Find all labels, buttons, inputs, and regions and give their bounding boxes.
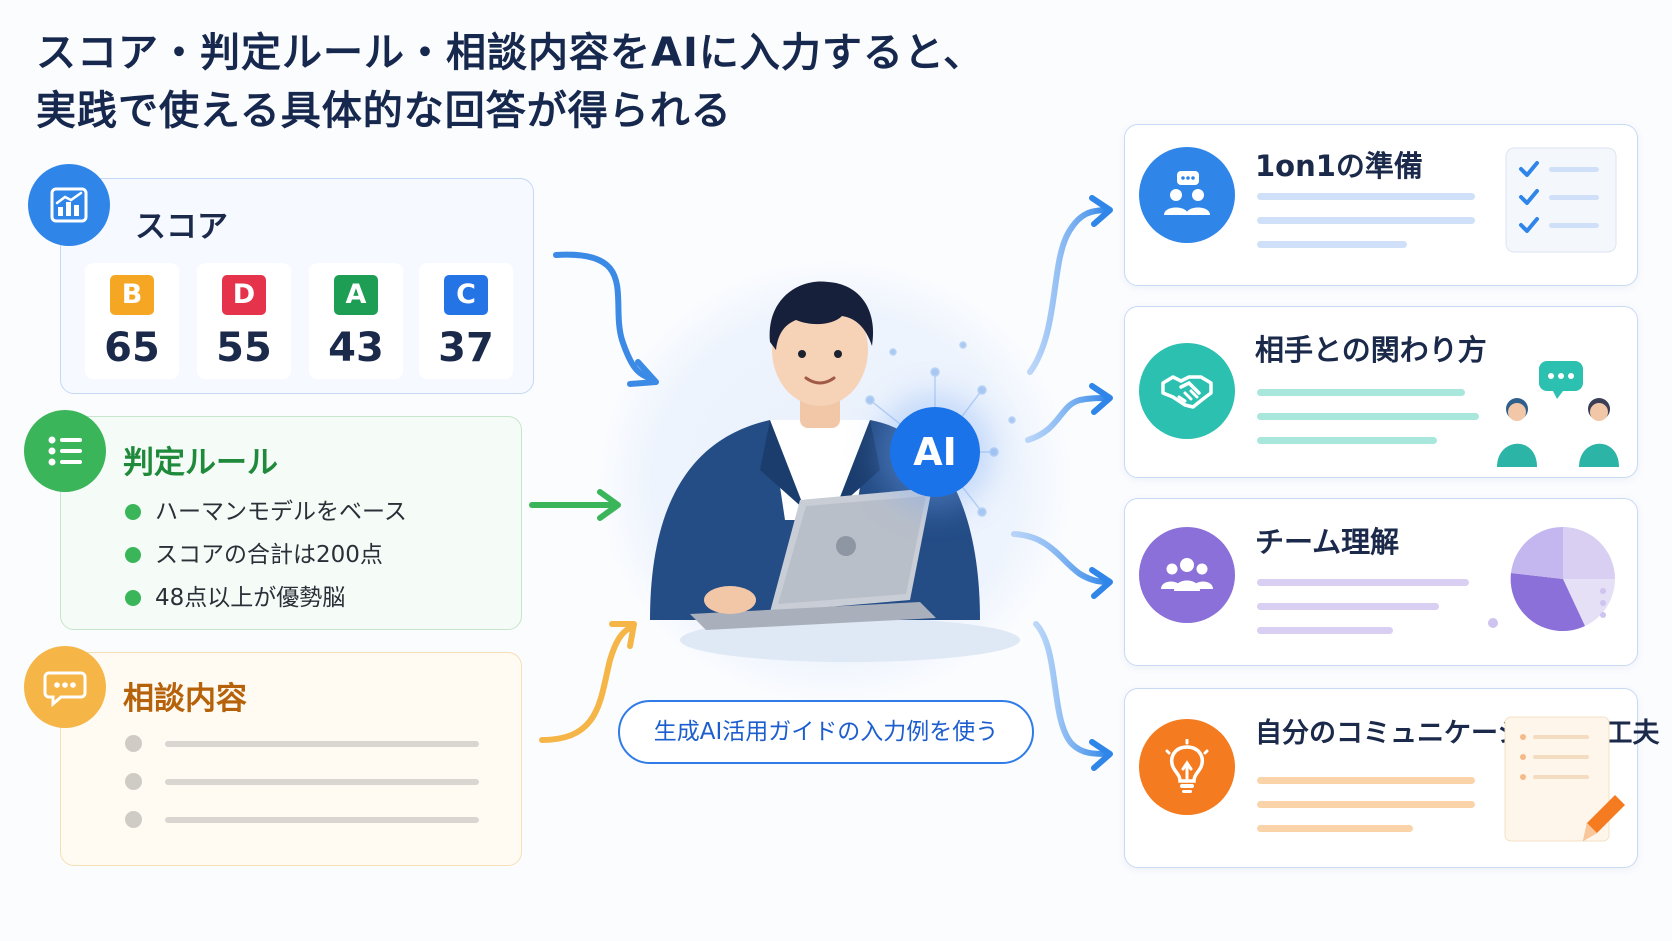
rule-item: 48点以上が優勢脳 [125,577,407,620]
output-title-team: チーム理解 [1255,525,1400,559]
placeholder-line [1257,193,1475,200]
rule-card: 判定ルール ハーマンモデルをベース スコアの合計は200点 48点以上が優勢脳 [60,416,522,630]
score-value: 55 [216,325,272,371]
grade-badge: D [222,275,266,315]
bar-chart-icon [28,164,110,246]
score-card: スコア B 65 D 55 A 43 C 37 [60,178,534,394]
arrowhead-self [1089,739,1113,771]
grade-badge: A [334,275,378,315]
person-at-laptop-illustration [650,281,1020,662]
score-value: 43 [328,325,384,371]
arrow-consult-to-ai [539,625,633,743]
placeholder-line [125,735,485,755]
score-card-title: スコア [135,209,228,245]
conversation-illustration [1497,361,1619,467]
output-title-relation: 相手との関わり方 [1255,333,1487,367]
rule-card-title: 判定ルール [123,445,278,481]
checklist-icon [1505,147,1617,253]
arrowhead-team [1089,567,1113,599]
output-title-1on1: 1on1の準備 [1255,149,1423,183]
output-card-team: チーム理解 [1124,498,1638,666]
meeting-icon [1139,147,1235,243]
score-box-3: A 43 [309,263,403,379]
ai-badge: AI [890,407,980,497]
arrowhead-score [627,359,659,387]
team-icon [1139,527,1235,623]
score-box-2: D 55 [197,263,291,379]
list-icon [24,410,106,492]
score-box-4: C 37 [419,263,513,379]
grade-badge: C [444,275,488,315]
placeholder-line [1257,777,1475,784]
arrowhead-1on1 [1089,195,1113,227]
placeholder-line [1257,389,1465,396]
placeholder-line [1257,579,1469,586]
title-line-1: スコア・判定ルール・相談内容をAIに入力すると、 [36,30,985,76]
output-card-self: 自分のコミュニケーションの工夫 [1124,688,1659,868]
score-value: 37 [438,325,494,371]
placeholder-line [125,811,485,831]
placeholder-line [1257,801,1475,808]
chat-bubble-icon [24,646,106,728]
placeholder-line [1257,217,1475,224]
lightbulb-icon [1139,719,1235,815]
rule-item: ハーマンモデルをベース [125,491,407,534]
arrowhead-relation [1089,383,1113,415]
rule-list: ハーマンモデルをベース スコアの合計は200点 48点以上が優勢脳 [125,491,407,620]
arrow-score-to-ai [553,251,653,381]
output-card-1on1: 1on1の準備 [1124,124,1638,286]
score-box-1: B 65 [85,263,179,379]
score-value: 65 [104,325,160,371]
placeholder-line [1257,241,1407,248]
placeholder-line [1257,825,1413,832]
arrow-to-relation [1025,395,1111,443]
page-title: スコア・判定ルール・相談内容をAIに入力すると、 実践で使える具体的な回答が得ら… [36,24,984,140]
placeholder-line [1257,413,1479,420]
arrow-to-team [1011,531,1111,585]
rule-item: スコアの合計は200点 [125,534,407,577]
handshake-icon [1139,343,1235,439]
title-line-2: 実践で使える具体的な回答が得られる [36,88,732,134]
consult-card: 相談内容 [60,652,522,866]
pie-chart-icon [1488,526,1615,632]
memo-pencil-icon [1504,716,1625,842]
arrowhead-rule [597,489,621,521]
placeholder-line [125,773,485,793]
arrowhead-consult [609,621,637,649]
grade-badge: B [110,275,154,315]
arrow-to-1on1 [1027,207,1111,375]
placeholder-line [1257,437,1437,444]
output-card-relation: 相手との関わり方 [1124,306,1638,478]
guide-button[interactable]: 生成AI活用ガイドの入力例を使う [618,700,1034,764]
placeholder-line [1257,627,1393,634]
arrow-to-self [1033,621,1111,757]
placeholder-line [1257,603,1439,610]
consult-card-title: 相談内容 [123,681,247,717]
